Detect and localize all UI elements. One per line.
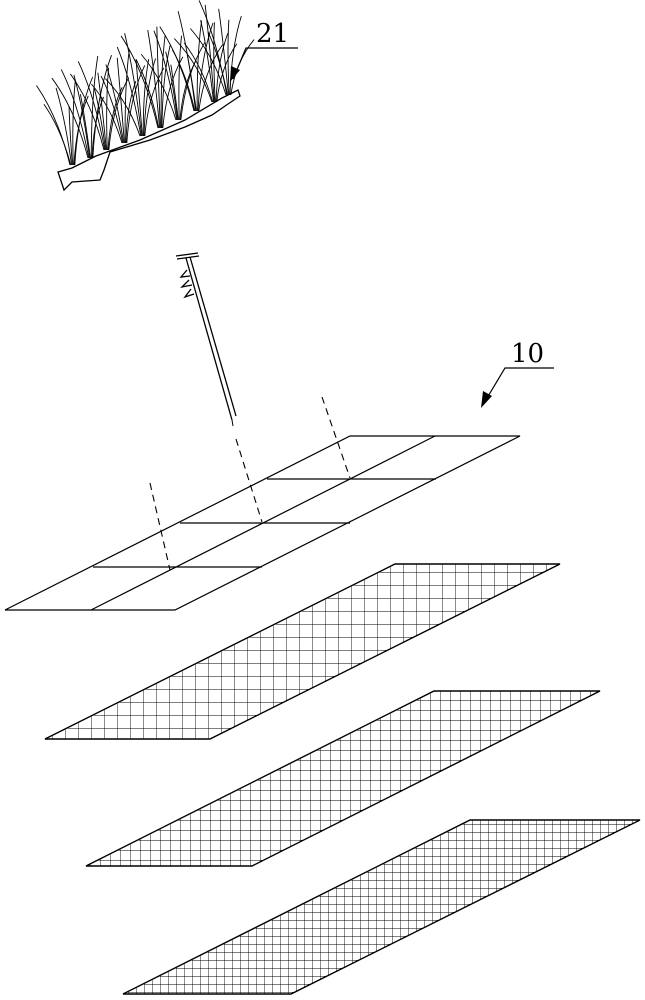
grass-blade: [204, 4, 215, 103]
grass-blade: [140, 53, 177, 121]
grass-blade: [43, 103, 72, 166]
fastening-guide-lines: [149, 396, 351, 571]
mesh-layer-2: [85, 690, 601, 867]
grass-blade: [106, 67, 110, 151]
grass-blade: [79, 94, 91, 159]
grass-blade: [156, 26, 161, 129]
grass-blade: [200, 20, 215, 103]
grass-blade: [173, 38, 213, 103]
grass-blade: [97, 72, 107, 151]
grass-blade: [218, 8, 229, 96]
grass-blade: [135, 59, 143, 137]
grass-blades: [36, 0, 255, 166]
grass-blade: [104, 78, 141, 137]
grass-blade: [91, 83, 123, 144]
grass-blade: [153, 30, 178, 121]
grass-blade: [190, 28, 227, 96]
grass-blade: [68, 106, 73, 166]
grass-blade: [116, 57, 125, 144]
grass-blade: [100, 75, 124, 144]
grass-blade: [170, 64, 179, 121]
anchor-pin: [175, 252, 237, 427]
grass-blade: [198, 44, 224, 112]
grass-blade: [229, 15, 242, 96]
label-21: 21: [256, 19, 289, 49]
grass-blade: [77, 61, 106, 151]
grass-blade: [196, 20, 203, 112]
grass-blade: [116, 46, 142, 137]
mesh-layer-3: [122, 819, 641, 995]
grass-blade: [92, 55, 112, 159]
mesh-layer-1: [44, 563, 561, 740]
grass-blade: [135, 59, 160, 129]
grass-blade: [124, 33, 143, 137]
grass-mat: [36, 0, 255, 192]
grass-blade: [160, 35, 166, 129]
grass-blade: [147, 30, 161, 129]
grass-blade: [227, 19, 230, 96]
grass-blade: [74, 76, 94, 166]
label-21-callout: 21: [230, 19, 298, 82]
grass-blade: [51, 77, 89, 159]
label-10-callout: 10: [481, 339, 554, 408]
grass-blade: [161, 45, 171, 129]
grass-blade: [183, 42, 214, 103]
grass-blade: [105, 64, 125, 144]
grass-blade: [93, 86, 107, 151]
grass-blade: [70, 73, 105, 151]
grass-blade: [213, 22, 216, 103]
grass-blade: [142, 58, 150, 137]
grass-blade: [180, 41, 206, 121]
grass-blade: [90, 55, 99, 159]
grass-blade: [143, 58, 156, 137]
grass-blade: [55, 87, 73, 166]
grass-blade: [171, 49, 196, 112]
grass-strip-base: [57, 89, 241, 192]
grass-blade: [207, 31, 229, 96]
grass-blade: [124, 49, 130, 144]
top-sheet: [4, 435, 521, 611]
grass-blade: [165, 51, 179, 121]
grass-blade: [186, 54, 197, 112]
grass-blade: [36, 85, 71, 166]
grass-blade: [178, 35, 182, 121]
grass-blade: [60, 69, 90, 159]
grass-blade: [120, 35, 159, 129]
grass-blade: [72, 80, 76, 166]
label-10: 10: [511, 339, 544, 369]
